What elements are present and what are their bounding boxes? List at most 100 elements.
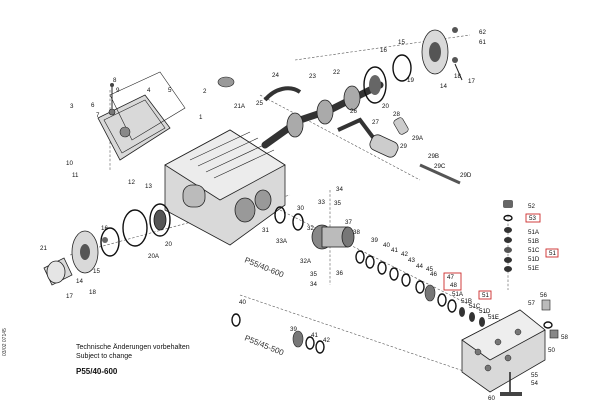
label-39-lower: 39 [290,326,297,333]
label-35-bottom: 35 [310,271,317,278]
manifold-block [461,299,559,396]
label-54: 54 [531,380,538,387]
valve-51-series [503,200,513,272]
label-19: 19 [407,77,414,84]
crosshead-assembly [369,134,461,185]
label-4: 4 [147,87,151,94]
crankshaft [261,81,384,149]
note-english: Subject to change [76,353,133,360]
label-33: 33 [318,199,325,206]
part-labels: 1 2 3 4 5 6 7 8 9 10 11 12 13 14 14 15 1… [40,29,568,402]
label-51c-center: 51C [469,303,481,310]
label-14-left: 14 [76,278,83,285]
highlight-box-51-center [478,290,492,300]
label-51e-center: 51E [488,314,499,321]
subassembly-label-lower: P55/45-500 [243,334,285,358]
label-31: 31 [262,227,269,234]
label-20a: 20A [148,253,160,260]
label-20-right: 20 [382,103,389,110]
label-17-right: 17 [468,78,475,85]
label-51-right: 51 [549,250,556,257]
label-22: 22 [333,69,340,76]
label-40-upper: 40 [383,242,390,249]
label-50: 50 [548,347,555,354]
note-german: Technische Änderungen vorbehalten [76,344,190,351]
label-45: 45 [426,266,433,273]
label-57: 57 [528,300,535,307]
label-21a: 21A [234,103,246,110]
label-18-right: 18 [454,73,461,80]
highlight-boxes [443,213,559,300]
left-bearing-assembly [43,203,171,286]
label-42-lower: 42 [323,337,330,344]
label-60: 60 [488,395,495,402]
label-51d-right: 51D [528,256,540,263]
label-29a: 29A [412,135,424,142]
label-34-bottom: 34 [310,281,317,288]
label-32a: 32A [300,258,312,265]
label-27: 27 [372,119,379,126]
label-42-upper: 42 [401,251,408,258]
label-21: 21 [40,245,47,252]
label-41-lower: 41 [311,332,318,339]
valve-stack [355,250,485,327]
highlight-box-53 [525,213,541,223]
label-32: 32 [307,225,314,232]
label-51e-right: 51E [528,265,539,272]
crankcase-housing [164,129,286,246]
label-10: 10 [66,160,73,167]
label-29: 29 [400,143,407,150]
label-28: 28 [393,111,400,118]
label-29b: 29B [428,153,439,160]
label-29d: 29D [460,172,472,179]
label-52: 52 [528,203,535,210]
label-43: 43 [408,257,415,264]
label-16-left: 16 [101,225,108,232]
label-18-left: 18 [89,289,96,296]
label-12: 12 [128,179,135,186]
label-62: 62 [479,29,486,36]
model-label: P55/40-600 [76,367,118,376]
label-41-upper: 41 [391,247,398,254]
highlight-box-51-right [545,248,559,258]
oil-filler-cap [217,76,235,88]
label-9: 9 [116,87,120,94]
label-24: 24 [272,72,279,79]
label-16-right: 16 [380,47,387,54]
label-33a: 33A [276,238,288,245]
label-15-right: 15 [398,39,405,46]
label-38: 38 [353,229,360,236]
label-35-top: 35 [334,200,341,207]
label-37: 37 [345,219,352,226]
label-14-right: 14 [440,83,447,90]
label-29c: 29C [434,163,446,170]
label-5: 5 [168,87,172,94]
label-8: 8 [113,77,117,84]
label-58: 58 [561,334,568,341]
label-3: 3 [70,103,74,110]
label-51a-center: 51A [452,291,464,298]
label-30: 30 [297,205,304,212]
label-15-left: 15 [93,268,100,275]
label-51b-right: 51B [528,238,539,245]
label-51d-center: 51D [479,308,491,315]
label-25: 25 [256,100,263,107]
label-40-lower: 40 [239,299,246,306]
right-bearing-assembly [363,29,449,104]
label-11: 11 [72,172,79,179]
dipstick [108,83,116,116]
label-17-left: 17 [66,293,73,300]
label-34-top: 34 [336,186,343,193]
label-20-left: 20 [165,241,172,248]
cover-plate [97,71,186,161]
label-39-upper: 39 [371,237,378,244]
label-53: 53 [529,215,536,222]
label-46: 46 [430,271,437,278]
label-51-center: 51 [482,292,489,299]
label-6: 6 [91,102,95,109]
label-26: 26 [350,108,357,115]
highlight-box-47-48 [443,272,462,291]
label-44: 44 [416,263,423,270]
connecting-rods [263,86,409,142]
